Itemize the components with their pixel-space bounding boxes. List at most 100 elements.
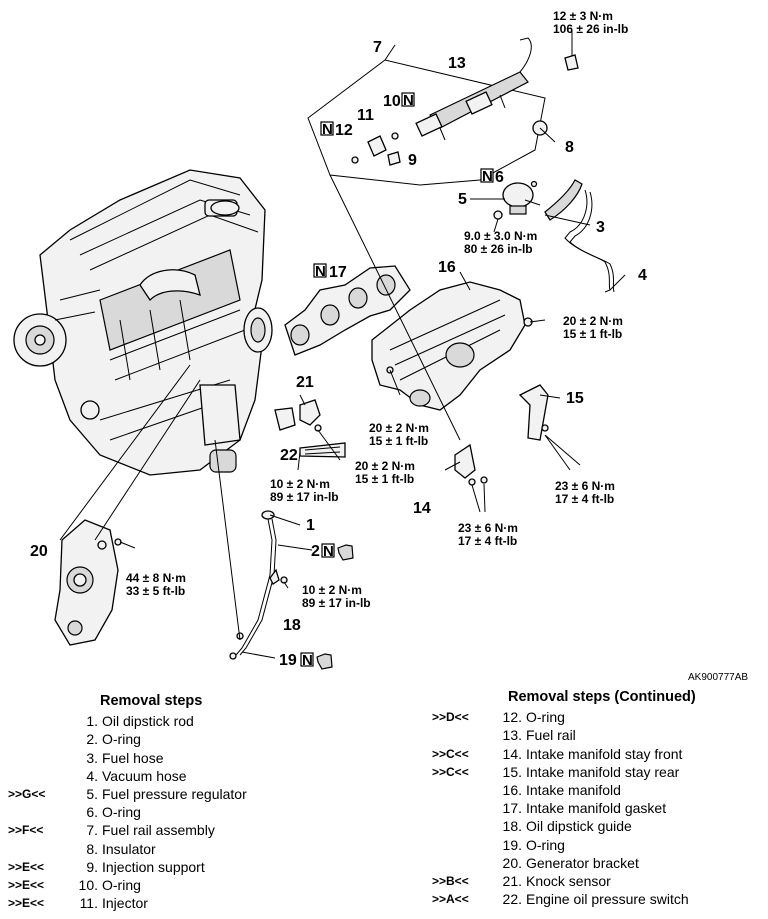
new-part-mark: N — [403, 92, 414, 109]
callout-1: 1 — [306, 517, 315, 534]
step-procedure-mark — [8, 749, 50, 767]
step-part-name: O-ring — [526, 836, 565, 853]
step-part-name: Fuel hose — [102, 749, 164, 766]
new-part-mark: N — [482, 168, 493, 185]
step-part-name: O-ring — [526, 709, 565, 726]
oil-can-icon — [316, 653, 333, 670]
removal-step-row: >>D<<12.O-ring — [432, 708, 696, 726]
torque-manifold-left-line1: 20 ± 2 N·m — [369, 421, 429, 435]
removal-step-row: >>B<<21.Knock sensor — [432, 872, 696, 890]
fuel-rail-assembly-box — [307, 37, 579, 186]
step-procedure-mark: >>G<< — [8, 787, 46, 802]
removal-step-row: 13.Fuel rail — [432, 726, 696, 744]
step-number: 22. — [502, 891, 522, 908]
step-part-name: Injection support — [102, 858, 205, 875]
step-number: 15. — [502, 763, 522, 780]
callout-11: 11 — [357, 107, 374, 124]
step-procedure-mark — [8, 712, 50, 730]
removal-step-row: 1.Oil dipstick rod — [8, 712, 247, 730]
callout-18: 18 — [283, 617, 301, 634]
callout-5: 5 — [458, 191, 467, 208]
engine-block-illustration — [13, 169, 273, 476]
step-part-name: O-ring — [102, 877, 141, 894]
torque-fuel-rail-line2: 106 ± 26 in-lb — [553, 22, 628, 36]
step-number: 1. — [86, 713, 98, 730]
step-part-name: Intake manifold stay rear — [526, 763, 680, 780]
step-part-name: Fuel rail assembly — [102, 822, 215, 839]
new-part-mark: N — [315, 263, 326, 280]
step-procedure-mark: >>C<< — [432, 764, 469, 779]
callout-3: 3 — [596, 219, 605, 236]
step-procedure-mark: >>E<< — [8, 878, 45, 893]
new-part-mark: N — [323, 543, 334, 560]
step-number: 8. — [86, 840, 98, 857]
step-part-name: Injector — [102, 895, 148, 912]
intake-manifold-gasket-illustration — [284, 265, 411, 356]
knock-sensor-illustration — [274, 399, 322, 432]
step-procedure-mark: >>D<< — [432, 710, 469, 725]
step-part-name: Intake manifold gasket — [526, 800, 667, 817]
torque-regulator-line2: 80 ± 26 in-lb — [464, 242, 533, 256]
step-procedure-mark — [8, 730, 50, 748]
callout-6: 6 — [495, 169, 504, 186]
callout-17: 17 — [329, 264, 347, 281]
removal-step-row: 16.Intake manifold — [432, 781, 696, 799]
step-part-name: O-ring — [102, 804, 141, 821]
callout-13: 13 — [448, 55, 466, 72]
step-part-name: Generator bracket — [526, 854, 639, 871]
callout-14: 14 — [413, 500, 431, 517]
callout-22: 22 — [280, 447, 298, 464]
torque-oil-switch-line1: 10 ± 2 N·m — [270, 477, 330, 491]
removal-step-row: >>E<<9.Injection support — [8, 858, 247, 876]
removal-step-row: >>C<<14.Intake manifold stay front — [432, 745, 696, 763]
figure-code: AK900777AB — [688, 672, 748, 683]
callout-19: 19 — [279, 652, 297, 669]
step-procedure-mark: >>C<< — [432, 746, 469, 761]
exploded-diagram: 7 13 11 N 12 10 N 9 8 N 6 5 3 4 N 17 16 … — [13, 9, 748, 683]
step-procedure-mark: >>F<< — [8, 823, 44, 838]
torque-knock-sensor-line1: 20 ± 2 N·m — [355, 459, 415, 473]
removal-step-row: >>A<<22.Engine oil pressure switch — [432, 890, 696, 908]
torque-generator-bracket-line2: 33 ± 5 ft-lb — [126, 584, 185, 598]
step-number: 16. — [502, 782, 522, 799]
removal-step-row: 8.Insulator — [8, 840, 247, 858]
torque-stay-front-line2: 17 ± 4 ft-lb — [458, 534, 517, 548]
step-procedure-mark — [432, 799, 474, 817]
torque-manifold-right-line1: 20 ± 2 N·m — [563, 314, 623, 328]
step-part-name: Oil dipstick guide — [526, 818, 632, 835]
callout-21: 21 — [296, 374, 314, 391]
torque-oil-switch-line2: 89 ± 17 in-lb — [270, 490, 339, 504]
step-number: 6. — [86, 804, 98, 821]
step-part-name: Fuel pressure regulator — [102, 786, 247, 803]
callout-20: 20 — [30, 543, 48, 560]
step-number: 9. — [86, 858, 98, 875]
engine-oil-pressure-switch-illustration — [299, 442, 346, 458]
removal-step-row: >>E<<10.O-ring — [8, 876, 247, 894]
step-part-name: Vacuum hose — [102, 767, 187, 784]
callout-9: 9 — [408, 152, 417, 169]
callout-12: 12 — [335, 122, 353, 139]
oil-dipstick-illustration — [229, 510, 288, 660]
intake-manifold-illustration — [371, 281, 549, 486]
step-procedure-mark — [432, 836, 474, 854]
removal-step-row: 3.Fuel hose — [8, 749, 247, 767]
step-number: 5. — [86, 786, 98, 803]
step-procedure-mark — [432, 854, 474, 872]
step-procedure-mark: >>A<< — [432, 892, 469, 907]
step-part-name: O-ring — [102, 731, 141, 748]
removal-step-row: 20.Generator bracket — [432, 854, 696, 872]
step-part-name: Oil dipstick rod — [102, 713, 194, 730]
callout-8: 8 — [565, 139, 574, 156]
callout-4: 4 — [638, 267, 647, 284]
torque-stay-rear-line2: 17 ± 4 ft-lb — [555, 492, 614, 506]
torque-knock-sensor-line2: 15 ± 1 ft-lb — [355, 472, 414, 486]
step-part-name: Insulator — [102, 840, 156, 857]
step-part-name: Fuel rail — [526, 727, 576, 744]
step-number: 19. — [502, 836, 522, 853]
step-procedure-mark — [432, 817, 474, 835]
step-number: 17. — [502, 800, 522, 817]
torque-manifold-right-line2: 15 ± 1 ft-lb — [563, 327, 622, 341]
callout-15: 15 — [566, 390, 584, 407]
step-number: 3. — [86, 749, 98, 766]
